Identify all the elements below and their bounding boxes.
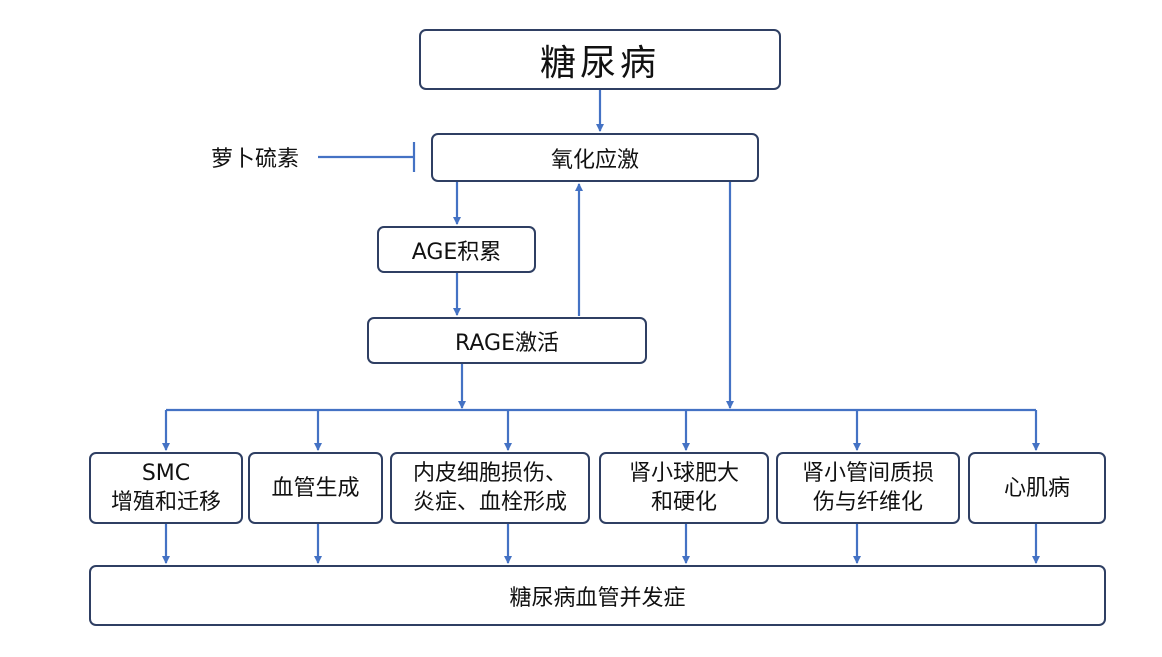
rage-label: RAGE激活 bbox=[454, 330, 559, 356]
outcome-endothelial: 内皮细胞损伤、 炎症、血栓形成 bbox=[390, 452, 590, 524]
outcome-line: 血管生成 bbox=[271, 475, 360, 501]
outcome-line: 肾小球肥大 bbox=[628, 461, 739, 486]
age-label: AGE积累 bbox=[411, 239, 502, 265]
outcome-line: 内皮细胞损伤、 bbox=[412, 461, 567, 486]
oxidative-stress-node: 氧化应激 bbox=[431, 133, 759, 182]
outcome-line: SMC bbox=[141, 461, 191, 486]
rage-node: RAGE激活 bbox=[367, 317, 647, 364]
outcome-cardiomyopathy: 心肌病 bbox=[968, 452, 1106, 524]
outcome-line: 和硬化 bbox=[650, 490, 717, 515]
outcome-tubulointerstitial: 肾小管间质损 伤与纤维化 bbox=[776, 452, 960, 524]
outcome-line: 增殖和迁移 bbox=[110, 490, 221, 515]
outcome-line: 炎症、血栓形成 bbox=[412, 490, 567, 515]
diabetes-node: 糖尿病 bbox=[419, 29, 781, 90]
age-node: AGE积累 bbox=[377, 226, 536, 273]
outcome-smc: SMC 增殖和迁移 bbox=[89, 452, 243, 524]
final-label: 糖尿病血管并发症 bbox=[509, 585, 686, 611]
outcome-line: 心肌病 bbox=[1003, 475, 1070, 501]
outcome-glomerular: 肾小球肥大 和硬化 bbox=[599, 452, 769, 524]
outcome-line: 肾小管间质损 bbox=[801, 461, 934, 486]
outcome-angiogenesis: 血管生成 bbox=[248, 452, 383, 524]
inhibitor-label: 萝卜硫素 bbox=[211, 147, 300, 172]
final-node: 糖尿病血管并发症 bbox=[89, 565, 1106, 626]
diabetes-label: 糖尿病 bbox=[539, 42, 660, 84]
outcome-line: 伤与纤维化 bbox=[812, 490, 923, 515]
oxidative-stress-label: 氧化应激 bbox=[550, 147, 639, 173]
